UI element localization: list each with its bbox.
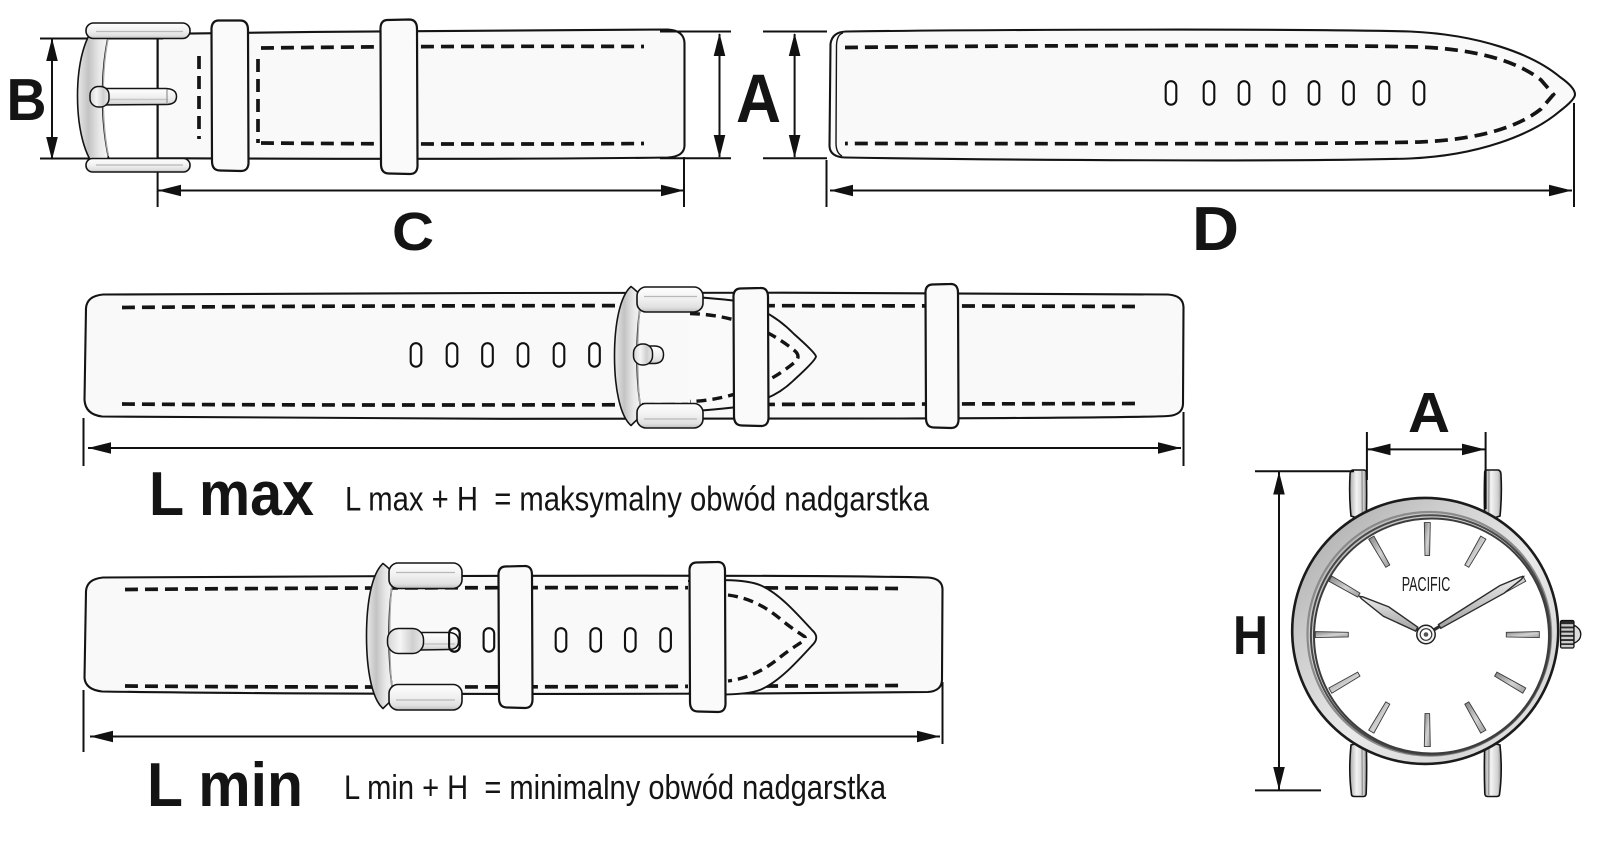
- svg-text:L min: L min: [147, 751, 303, 820]
- svg-text:B: B: [7, 66, 47, 133]
- svg-text:A: A: [736, 60, 781, 137]
- svg-text:L max: L max: [149, 460, 314, 529]
- svg-text:C: C: [392, 202, 434, 262]
- svg-text:PACIFIC: PACIFIC: [1402, 573, 1451, 596]
- svg-text:H: H: [1233, 604, 1268, 666]
- svg-text:D: D: [1192, 194, 1239, 264]
- svg-text:L max + H = maksymalny obwód: L max + H = maksymalny obwód nadgarstka: [345, 481, 929, 519]
- svg-text:A: A: [1408, 381, 1450, 445]
- svg-text:L min + H = minimalny obwód n: L min + H = minimalny obwód nadgarstka: [344, 769, 886, 807]
